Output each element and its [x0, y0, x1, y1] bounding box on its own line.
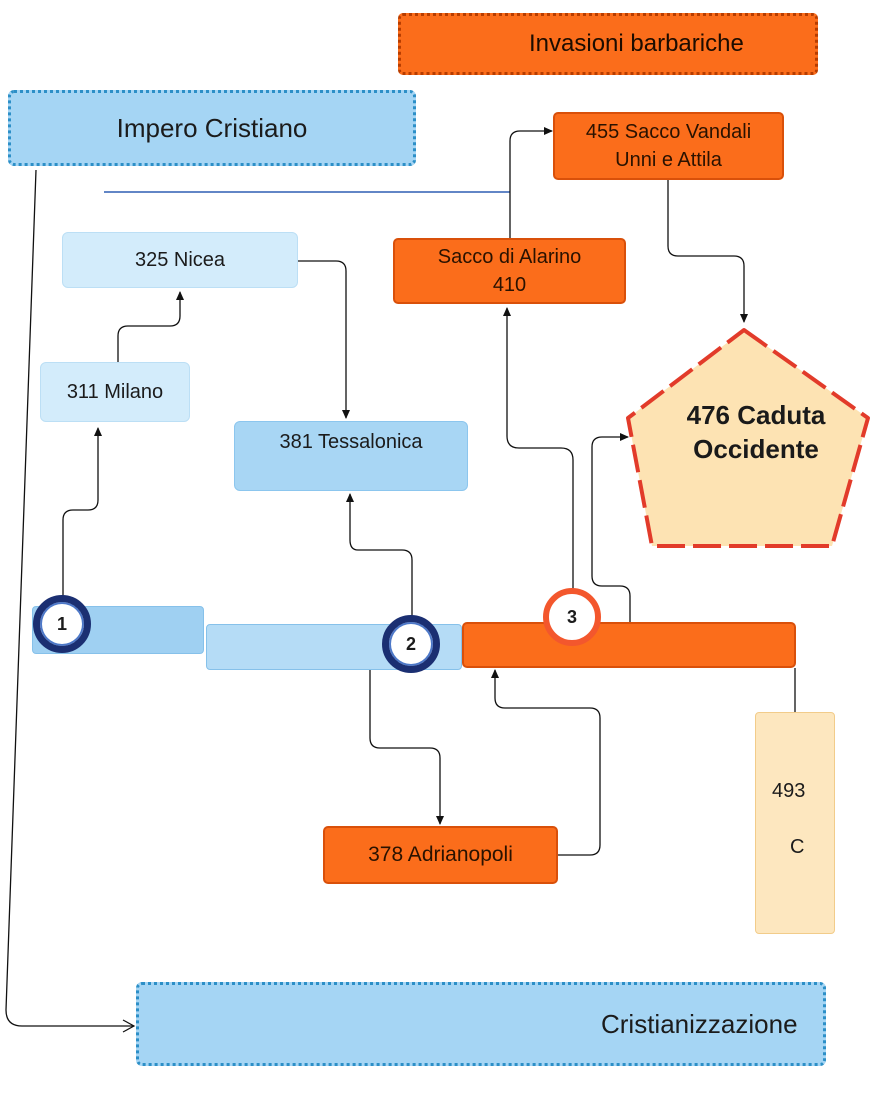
node-tessalonica-label: 381 Tessalonica: [279, 431, 423, 453]
node-cristianizzazione-label: Cristianizzazione: [601, 1009, 798, 1039]
node-378-adrianopoli[interactable]: 378 Adrianopoli: [323, 826, 558, 884]
step-badge-1[interactable]: 1: [33, 595, 91, 653]
node-partial-493-label: 493: [772, 780, 806, 802]
node-alarico-line2: 410: [492, 274, 527, 296]
node-455-sacco-vandali[interactable]: 455 Sacco Vandali Unni e Attila: [553, 112, 784, 180]
node-milano-label: 311 Milano: [66, 381, 164, 403]
node-nicea-label: 325 Nicea: [134, 249, 226, 271]
step-badge-1-label: 1: [56, 613, 67, 634]
node-sacco-alarino[interactable]: Sacco di Alarino 410: [393, 238, 626, 304]
node-cristianizzazione[interactable]: Cristianizzazione: [136, 982, 826, 1066]
step-badge-2-label: 2: [405, 633, 416, 654]
step-badge-3[interactable]: 3: [543, 588, 601, 646]
node-impero-cristiano[interactable]: Impero Cristiano: [8, 90, 416, 166]
step-badge-3-label: 3: [566, 606, 577, 627]
node-invasioni-label: Invasioni barbariche: [529, 30, 744, 57]
node-partial-c-label: C: [790, 836, 805, 858]
timeline-bar-segment-3: [462, 622, 796, 668]
node-476-caduta[interactable]: 476 Caduta Occidente: [620, 318, 880, 558]
pentagon-shape: [626, 328, 870, 548]
step-badge-2[interactable]: 2: [382, 615, 440, 673]
edge-vandali-caduta: [667, 180, 748, 323]
edge-milano-nicea: [117, 291, 184, 362]
edge-bar-adrianopoli: [369, 670, 444, 825]
node-alarico-line1: Sacco di Alarino: [437, 246, 582, 268]
node-caduta-line1: 476 Caduta: [686, 400, 826, 430]
node-invasioni-barbariche[interactable]: Invasioni barbariche: [398, 13, 818, 75]
node-vandali-line1: 455 Sacco Vandali: [585, 121, 752, 143]
node-adrianopoli-label: 378 Adrianopoli: [368, 843, 513, 866]
edge-badge1-milano: [62, 427, 102, 600]
node-caduta-text: 476 Caduta Occidente: [656, 398, 856, 466]
edge-badge3-alarico: [503, 307, 574, 590]
node-311-milano[interactable]: 311 Milano: [40, 362, 190, 422]
node-381-tessalonica[interactable]: 381 Tessalonica: [234, 421, 468, 491]
node-325-nicea[interactable]: 325 Nicea: [62, 232, 298, 288]
edge-alarico-vandali: [509, 127, 553, 238]
node-impero-label: Impero Cristiano: [116, 113, 308, 143]
timeline-diagram: Invasioni barbariche Impero Cristiano 32…: [5, 13, 870, 1066]
node-partial-493[interactable]: 493 C: [755, 712, 835, 934]
edge-badge2-tessalonica: [346, 493, 413, 618]
edge-nicea-tessalonica: [298, 260, 350, 419]
node-vandali-line2: Unni e Attila: [615, 149, 722, 171]
node-caduta-line2: Occidente: [693, 434, 819, 464]
